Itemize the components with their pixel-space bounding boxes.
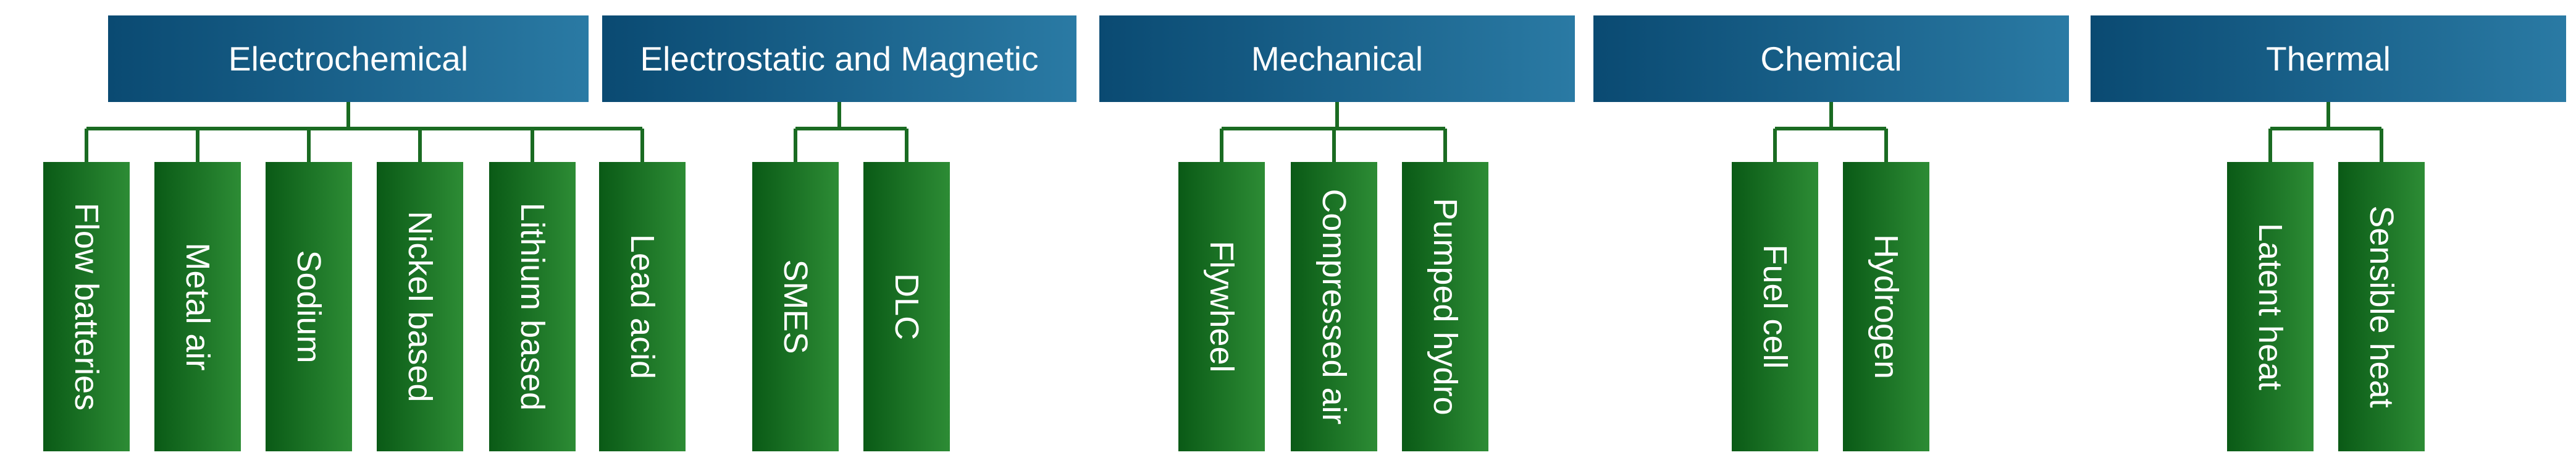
- leaf-label: Sodium: [290, 250, 327, 363]
- leaf-box-bg: [266, 162, 352, 451]
- leaf-box-1-0: SMES: [752, 162, 839, 451]
- category-box-bg: [108, 15, 589, 102]
- leaf-box-0-1: Metal air: [154, 162, 241, 451]
- leaf-box-bg: [154, 162, 241, 451]
- leaf-box-bg: [1178, 162, 1265, 451]
- leaf-box-bg: [2338, 162, 2425, 451]
- category-label: Electrostatic and Magnetic: [640, 40, 1038, 78]
- leaf-box-2-1: Compressed air: [1291, 162, 1377, 451]
- category-label: Thermal: [2266, 40, 2391, 78]
- leaf-label: Sensible heat: [2363, 205, 2400, 407]
- connectors-layer: [85, 102, 2383, 162]
- leaf-label: Latent heat: [2252, 223, 2289, 390]
- leaf-box-bg: [377, 162, 463, 451]
- leaf-label: Fuel cell: [1756, 244, 1794, 368]
- leaf-box-0-3: Nickel based: [377, 162, 463, 451]
- leaf-box-4-0: Latent heat: [2227, 162, 2314, 451]
- leaf-box-0-0: Flow batteries: [43, 162, 130, 451]
- leaf-label: DLC: [888, 273, 925, 340]
- leaf-box-bg: [1291, 162, 1377, 451]
- leaf-box-bg: [489, 162, 576, 451]
- leaf-box-bg: [752, 162, 839, 451]
- leaf-label: Metal air: [179, 242, 216, 370]
- category-box-0: Electrochemical: [108, 15, 589, 102]
- leaf-box-2-0: Flywheel: [1178, 162, 1265, 451]
- leaf-box-2-2: Pumped hydro: [1402, 162, 1488, 451]
- leaf-label: SMES: [777, 259, 814, 354]
- category-box-bg: [1099, 15, 1575, 102]
- category-box-bg: [2091, 15, 2566, 102]
- category-box-2: Mechanical: [1099, 15, 1575, 102]
- category-box-4: Thermal: [2091, 15, 2566, 102]
- leaf-label: Lithium based: [514, 203, 551, 411]
- leaves-layer: Flow batteries Metal air Sodium Nickel base…: [43, 162, 2425, 451]
- leaf-box-bg: [863, 162, 950, 451]
- leaf-box-bg: [1732, 162, 1818, 451]
- leaf-label: Hydrogen: [1868, 234, 1905, 379]
- leaf-box-0-5: Lead acid: [599, 162, 686, 451]
- leaf-label: Pumped hydro: [1427, 198, 1464, 415]
- leaf-box-3-1: Hydrogen: [1843, 162, 1929, 451]
- leaf-box-bg: [599, 162, 686, 451]
- category-label: Electrochemical: [229, 40, 468, 78]
- category-box-1: Electrostatic and Magnetic: [602, 15, 1076, 102]
- leaf-box-4-1: Sensible heat: [2338, 162, 2425, 451]
- leaf-label: Nickel based: [401, 211, 438, 402]
- category-label: Chemical: [1760, 40, 1902, 78]
- leaf-box-bg: [2227, 162, 2314, 451]
- leaf-label: Compressed air: [1315, 189, 1353, 424]
- category-box-bg: [1593, 15, 2069, 102]
- leaf-label: Lead acid: [624, 234, 661, 379]
- categories-layer: Electrochemical Electrostatic and Magneti…: [108, 15, 2566, 102]
- leaf-label: Flywheel: [1203, 240, 1240, 372]
- leaf-box-3-0: Fuel cell: [1732, 162, 1818, 451]
- leaf-box-bg: [1843, 162, 1929, 451]
- category-label: Mechanical: [1251, 40, 1423, 78]
- leaf-box-0-4: Lithium based: [489, 162, 576, 451]
- leaf-label: Flow batteries: [68, 203, 105, 411]
- leaf-box-0-2: Sodium: [266, 162, 352, 451]
- leaf-box-bg: [43, 162, 130, 451]
- leaf-box-bg: [1402, 162, 1488, 451]
- leaf-box-1-1: DLC: [863, 162, 950, 451]
- category-box-3: Chemical: [1593, 15, 2069, 102]
- category-box-bg: [602, 15, 1076, 102]
